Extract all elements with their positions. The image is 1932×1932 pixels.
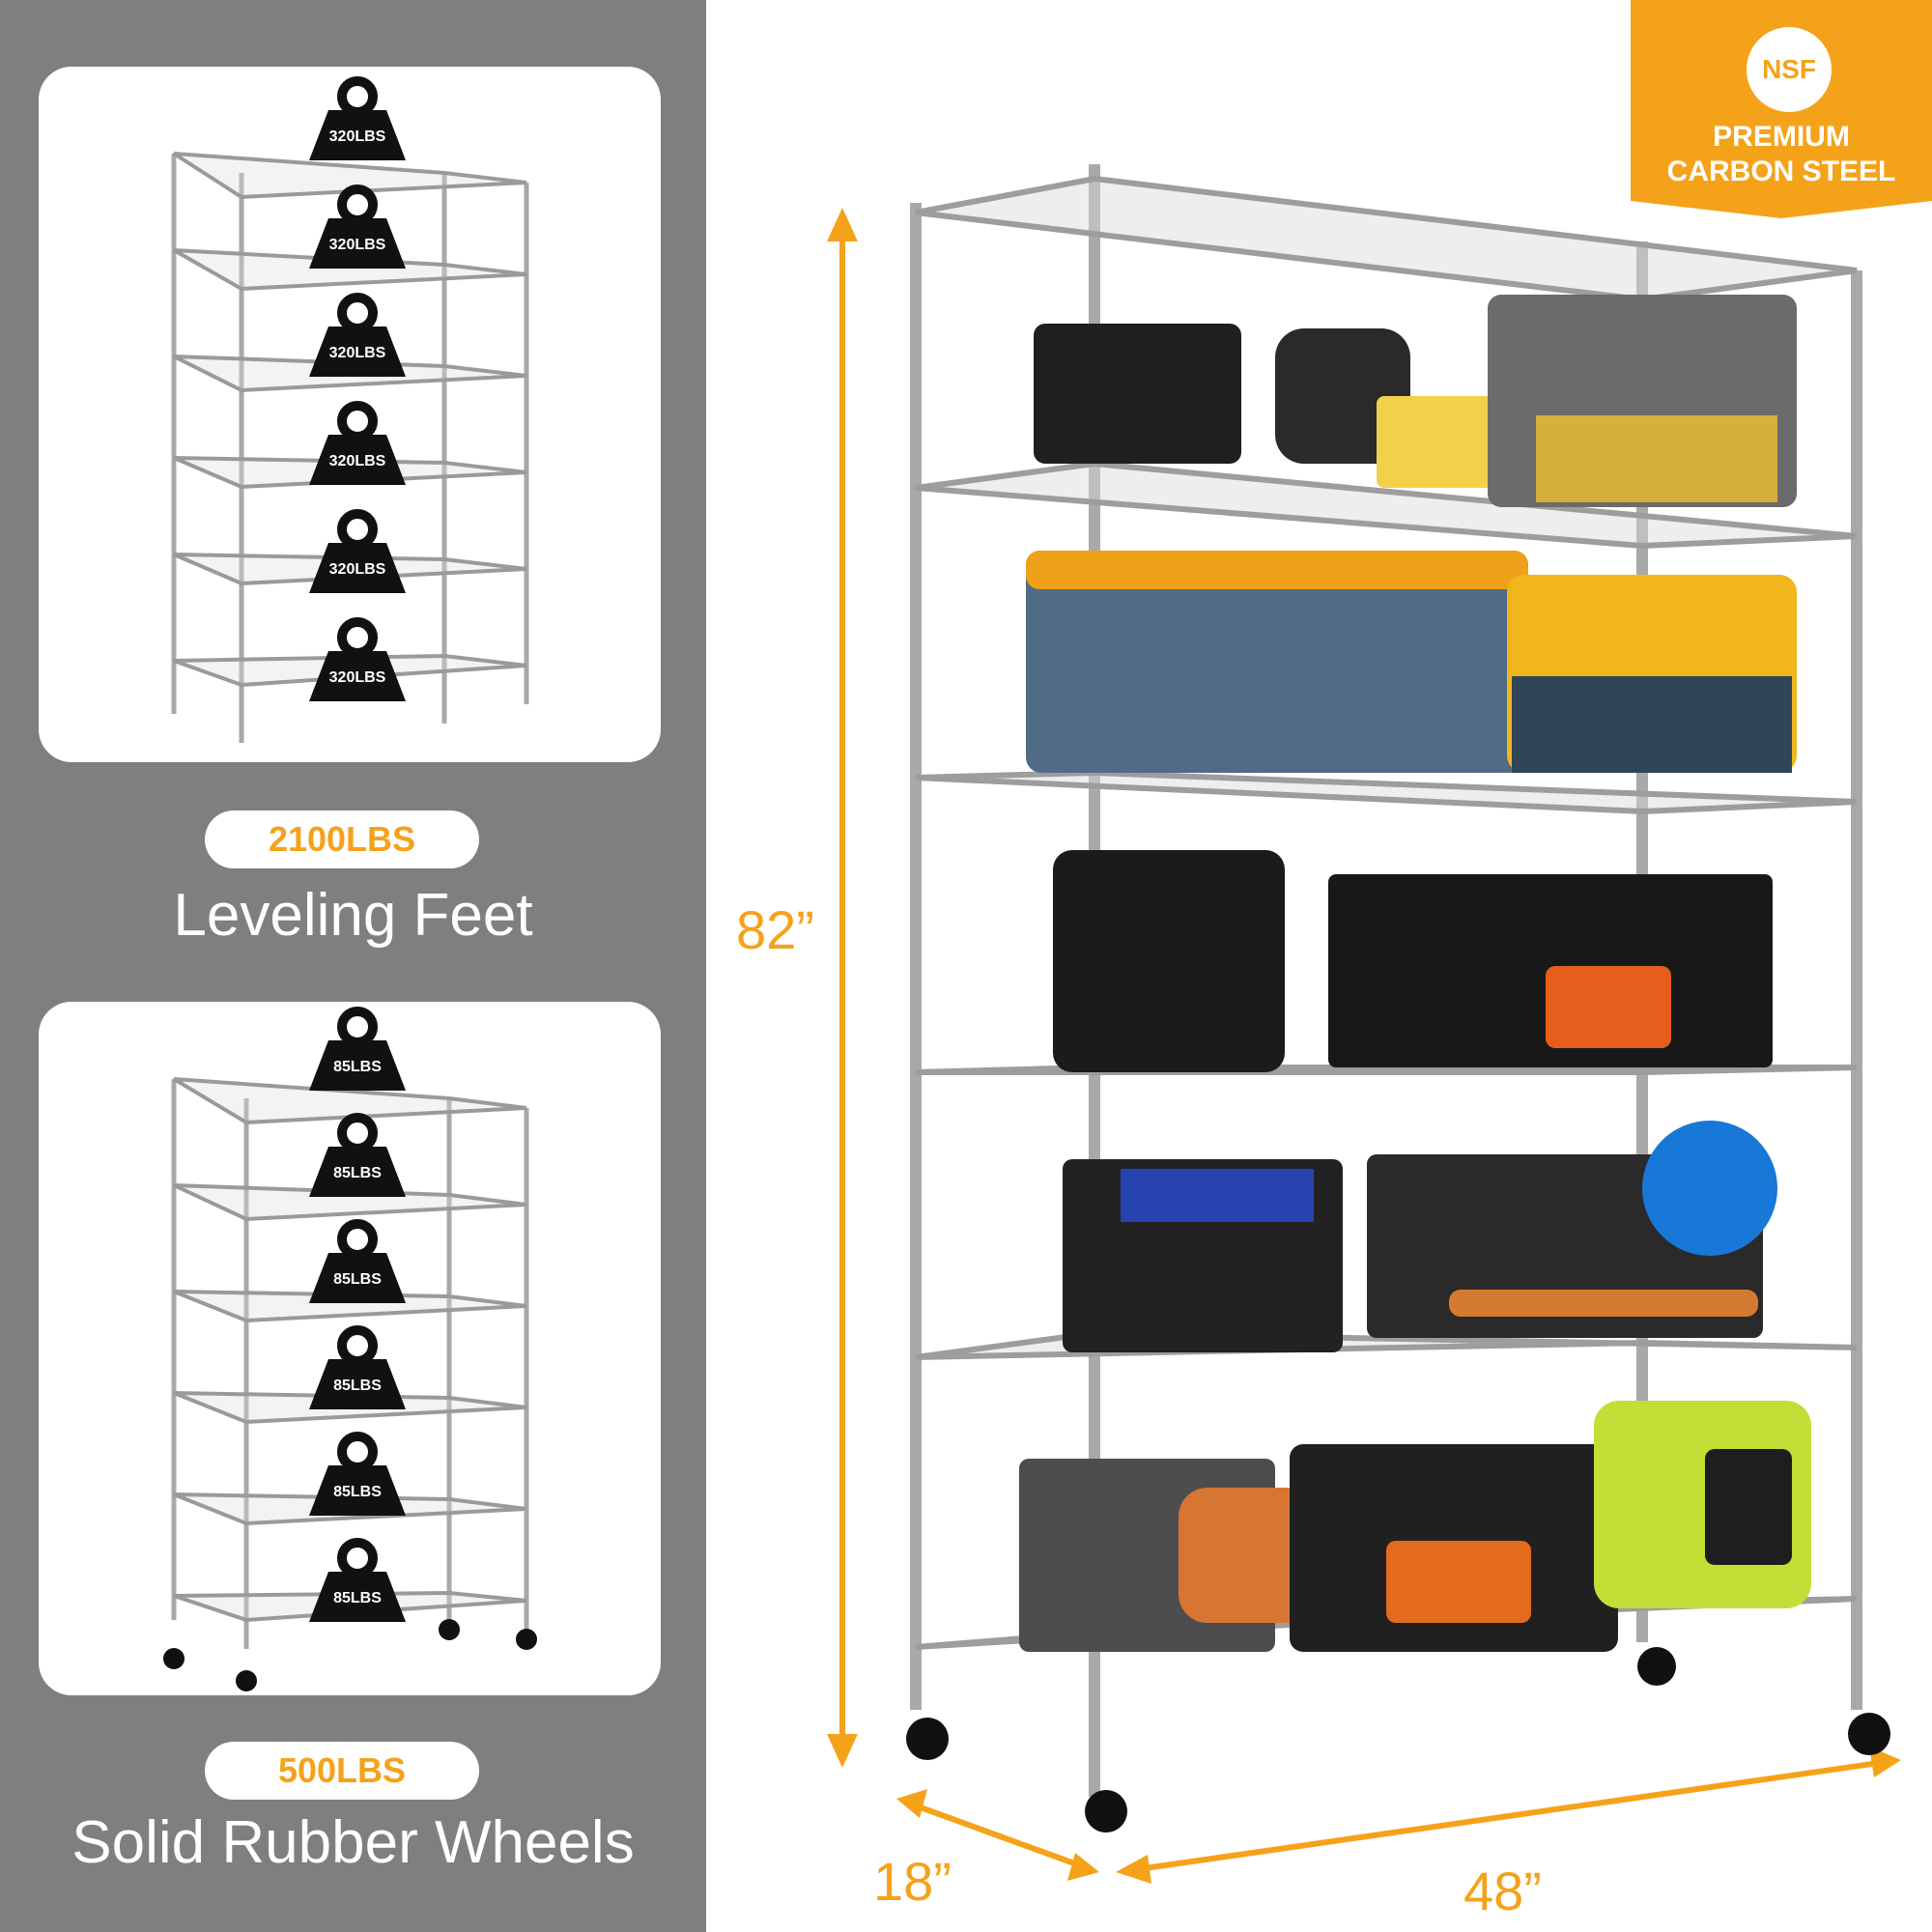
nsf-logo: NSF bbox=[1747, 27, 1832, 112]
weight-icon: 85LBS bbox=[309, 1219, 406, 1303]
tool-case-item bbox=[1034, 324, 1241, 464]
width-dimension: 48” bbox=[1463, 1861, 1542, 1921]
weight-icon: 320LBS bbox=[309, 293, 406, 377]
weight-icon: 85LBS bbox=[309, 1325, 406, 1409]
rubber-wheels-card: 85LBS 85LBS 85LBS 85LBS 85LBS 85LBS bbox=[39, 1002, 661, 1695]
weight-label: 320LBS bbox=[329, 669, 386, 686]
weight-label: 85LBS bbox=[333, 1590, 382, 1606]
stored-items bbox=[1019, 295, 1811, 1652]
weight-icon: 320LBS bbox=[309, 185, 406, 269]
weight-icon: 85LBS bbox=[309, 1113, 406, 1197]
paint-bucket-item bbox=[1377, 396, 1502, 488]
jump-starter-item bbox=[1053, 850, 1285, 1072]
weight-label: 85LBS bbox=[333, 1378, 382, 1394]
depth-dimension: 18” bbox=[873, 1851, 952, 1912]
weight-label: 320LBS bbox=[329, 237, 386, 253]
weight-label: 320LBS bbox=[329, 128, 386, 145]
hammer-item bbox=[1449, 1290, 1758, 1317]
weight-icon: 85LBS bbox=[309, 1007, 406, 1091]
weight-label: 320LBS bbox=[329, 345, 386, 361]
dimension-arrows bbox=[827, 208, 1901, 1884]
weight-icon: 320LBS bbox=[309, 509, 406, 593]
weight-label: 320LBS bbox=[329, 453, 386, 469]
wheel-icons bbox=[163, 1619, 537, 1691]
rubber-wheels-label: Solid Rubber Wheels bbox=[71, 1809, 635, 1876]
material-line-2: CARBON STEEL bbox=[1666, 156, 1896, 187]
material-label: PREMIUM CARBON STEEL bbox=[1631, 120, 1932, 189]
weight-label: 320LBS bbox=[329, 561, 386, 578]
hard-hat-item bbox=[1642, 1121, 1777, 1256]
weight-label: 85LBS bbox=[333, 1484, 382, 1500]
weight-icon: 85LBS bbox=[309, 1538, 406, 1622]
weight-icon: 320LBS bbox=[309, 617, 406, 701]
rubber-wheels-shelf-diagram: 85LBS 85LBS 85LBS 85LBS 85LBS 85LBS bbox=[163, 1007, 537, 1691]
leveling-feet-capacity: 2100LBS bbox=[205, 810, 479, 868]
storage-tote-item bbox=[1026, 551, 1528, 773]
weight-icon: 85LBS bbox=[309, 1432, 406, 1516]
weight-label: 85LBS bbox=[333, 1059, 382, 1075]
weight-icon: 320LBS bbox=[309, 401, 406, 485]
leveling-feet-card: 320LBS 320LBS 320LBS 320LBS 320LBS 320LBS bbox=[39, 67, 661, 762]
leveling-feet-shelf-diagram: 320LBS 320LBS 320LBS 320LBS 320LBS 320LBS bbox=[171, 76, 529, 743]
nsf-badge: NSF PREMIUM CARBON STEEL bbox=[1631, 0, 1932, 218]
weight-label: 85LBS bbox=[333, 1165, 382, 1181]
weight-icon: 320LBS bbox=[309, 76, 406, 160]
caster-wheels bbox=[906, 1647, 1890, 1833]
leveling-feet-label: Leveling Feet bbox=[173, 882, 533, 949]
height-dimension: 82” bbox=[736, 899, 814, 960]
weight-label: 85LBS bbox=[333, 1271, 382, 1288]
material-line-1: PREMIUM bbox=[1713, 121, 1850, 153]
rubber-wheels-capacity: 500LBS bbox=[205, 1742, 479, 1800]
